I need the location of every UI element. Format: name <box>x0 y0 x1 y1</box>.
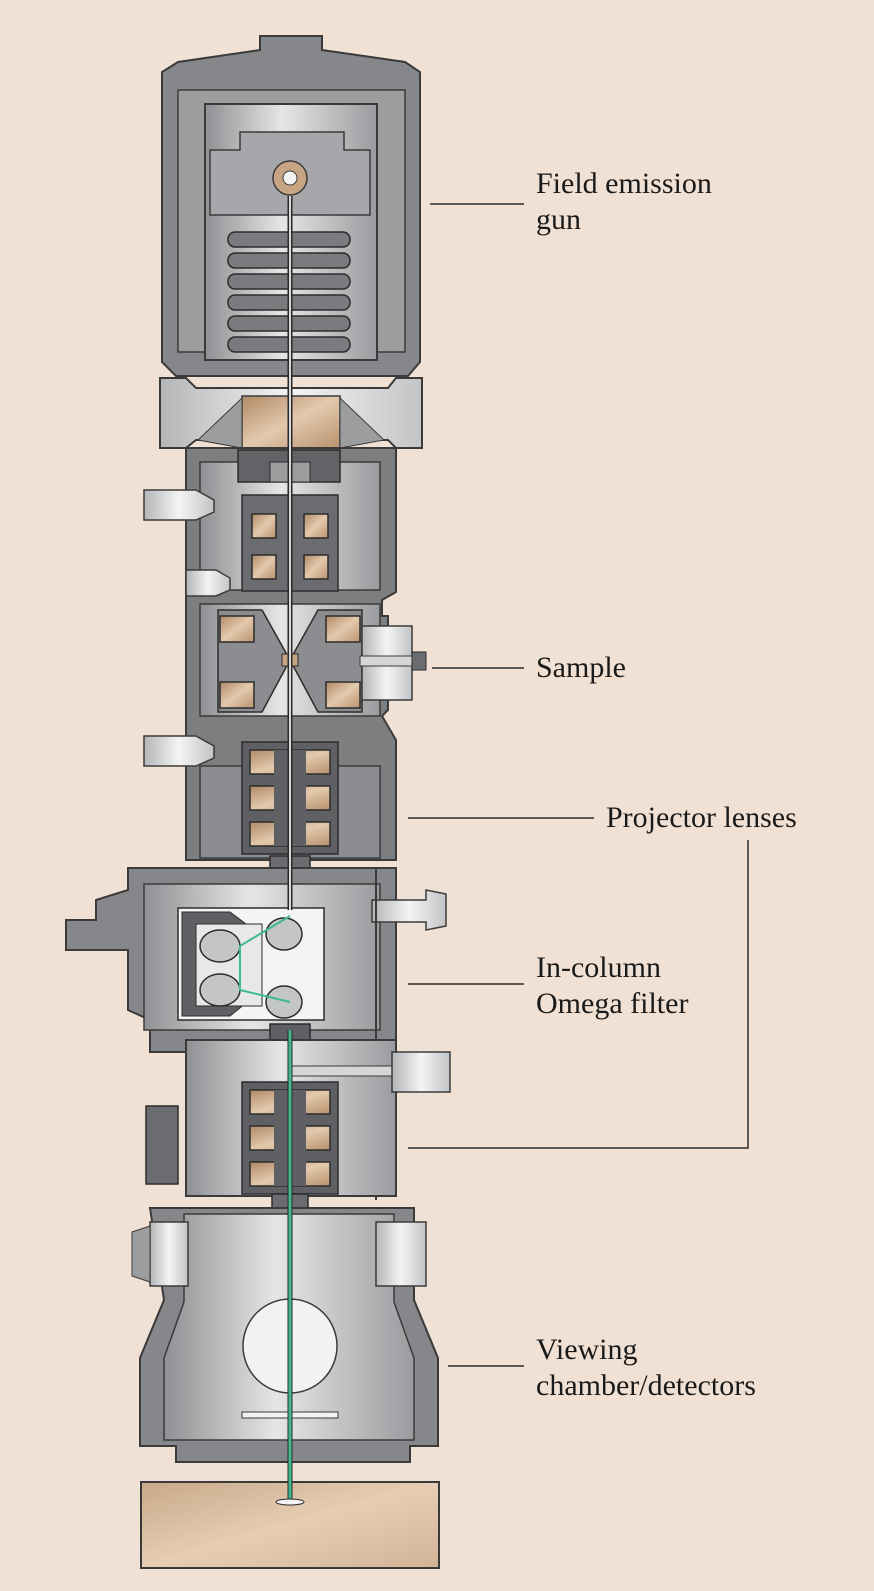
label-sample: Sample <box>536 650 626 686</box>
label-line: Sample <box>536 651 626 684</box>
label-projector-lenses: Projector lenses <box>606 800 797 836</box>
label-line: chamber/detectors <box>536 1369 756 1402</box>
condenser-lens-coils <box>251 513 329 580</box>
leader-lines <box>408 203 749 1367</box>
projector-lenses-lower <box>145 1039 451 1215</box>
label-line: In-column <box>536 951 661 984</box>
leader-projector-lower <box>408 840 749 1149</box>
omega-filter <box>65 867 447 1200</box>
label-line: gun <box>536 203 581 236</box>
label-line: Field emission <box>536 167 712 200</box>
viewing-chamber <box>131 1207 439 1463</box>
label-line: Omega filter <box>536 987 689 1020</box>
field-emission-gun <box>161 35 421 377</box>
label-field-emission-gun: Field emission gun <box>536 166 712 238</box>
label-line: Viewing <box>536 1333 638 1366</box>
label-viewing-chamber: Viewing chamber/detectors <box>536 1332 756 1404</box>
label-line: Projector lenses <box>606 801 797 834</box>
condenser-port-upper <box>143 489 215 521</box>
label-omega-filter: In-column Omega filter <box>536 950 688 1022</box>
objective-lens <box>199 603 427 717</box>
omega-filter-magnets <box>199 917 303 1019</box>
